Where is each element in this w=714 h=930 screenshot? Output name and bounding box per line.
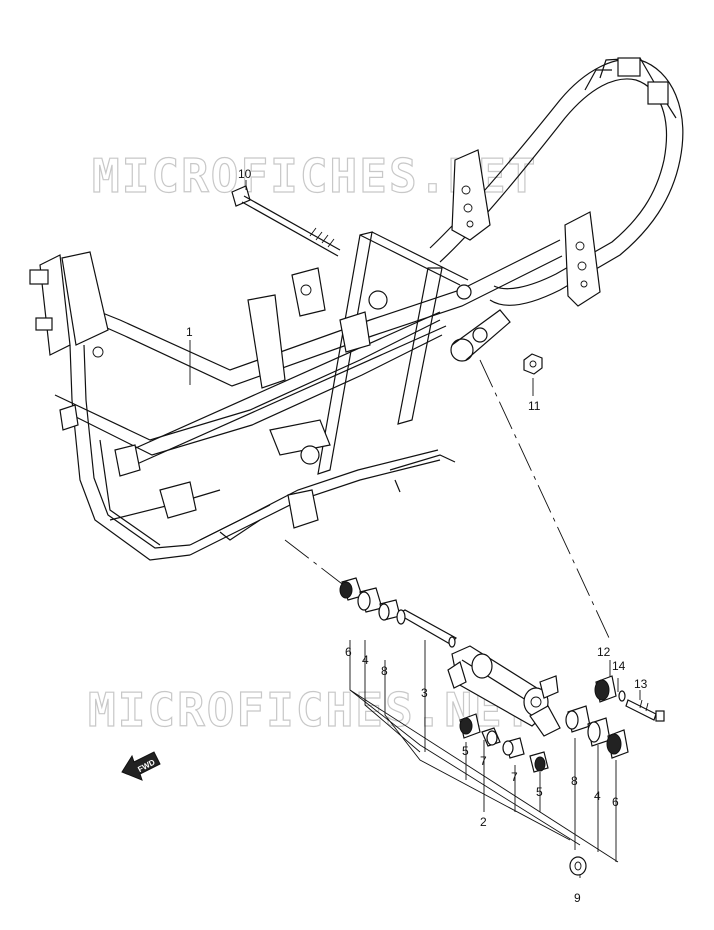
callout-5a: 5 bbox=[462, 744, 469, 758]
callout-labels: 1 10 11 6 4 8 3 12 14 13 5 7 7 5 8 4 6 2… bbox=[186, 167, 648, 905]
callout-12: 12 bbox=[597, 645, 611, 659]
callout-4b: 4 bbox=[594, 789, 601, 803]
nut-11 bbox=[523, 353, 543, 375]
pivot-parts-right bbox=[565, 675, 665, 876]
leader-lines bbox=[189, 180, 641, 878]
callout-8b: 8 bbox=[571, 774, 578, 788]
callout-2: 2 bbox=[480, 815, 487, 829]
callout-14: 14 bbox=[612, 659, 626, 673]
bolt-10 bbox=[231, 185, 341, 257]
engine-mount-bracket bbox=[447, 645, 561, 737]
fwd-arrow-icon: FWD bbox=[121, 751, 161, 781]
callout-6b: 6 bbox=[612, 795, 619, 809]
callout-7b: 7 bbox=[511, 770, 518, 784]
callout-5b: 5 bbox=[536, 785, 543, 799]
pivot-parts-left bbox=[339, 577, 457, 648]
callout-6a: 6 bbox=[345, 645, 352, 659]
callout-3: 3 bbox=[421, 686, 428, 700]
callout-13: 13 bbox=[634, 677, 648, 691]
callout-1: 1 bbox=[186, 325, 193, 339]
bushings-lower bbox=[459, 713, 549, 773]
frame-assembly bbox=[29, 57, 684, 561]
watermark-bottom: MICROFICHES.NET bbox=[88, 683, 533, 737]
callout-11: 11 bbox=[528, 399, 541, 413]
callout-10: 10 bbox=[238, 167, 252, 181]
callout-8a: 8 bbox=[381, 664, 388, 678]
callout-9: 9 bbox=[574, 891, 581, 905]
callout-4a: 4 bbox=[362, 653, 369, 667]
callout-7a: 7 bbox=[480, 754, 487, 768]
